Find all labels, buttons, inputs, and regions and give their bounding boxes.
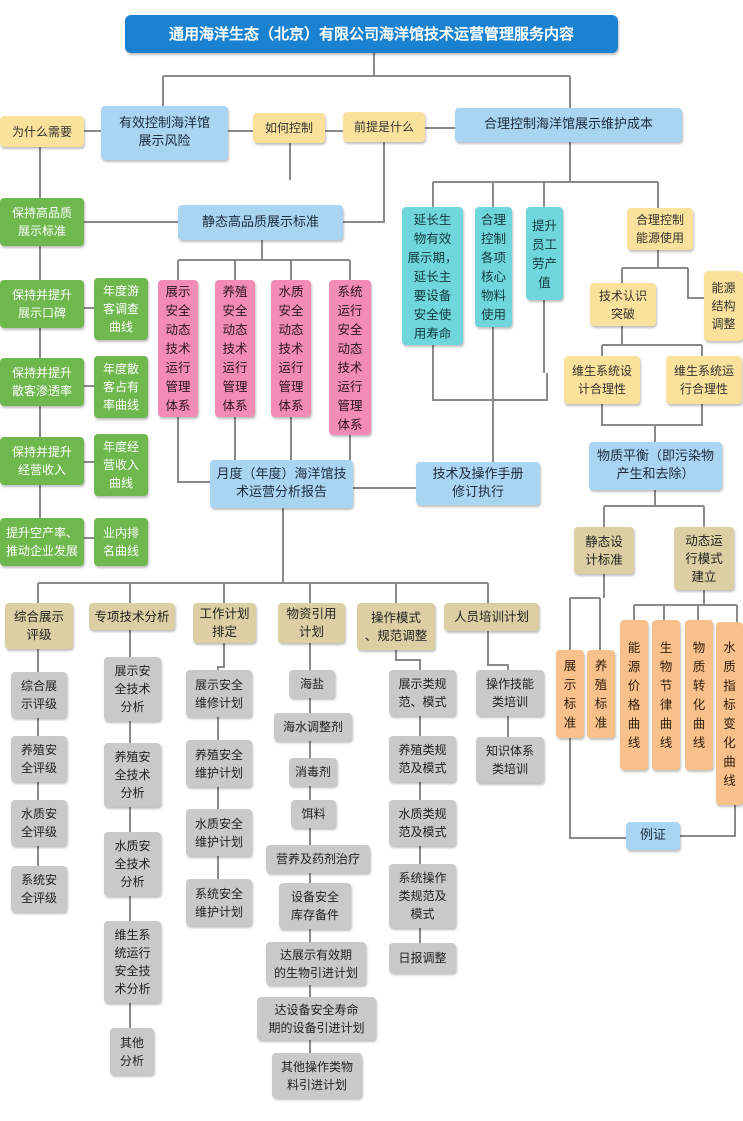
sub-item-node: 消毒剂 (289, 758, 337, 786)
sub-item-node: 设备安全 库存备件 (279, 883, 351, 929)
cyan-goal-node: 合理 控制 各项 核心 物料 使用 (475, 207, 512, 327)
cyan-goal-node: 提升 员工 劳产 值 (526, 207, 563, 300)
green-node: 保持并提升 展示口碑 (0, 280, 84, 328)
connector (432, 142, 659, 208)
category-node: 物资引用 计划 (278, 603, 345, 643)
sub-item-node: 达设备安全寿命 期的设备引进计划 (257, 997, 376, 1040)
category-node: 操作模式 、规范调整 (357, 603, 435, 650)
connector (601, 404, 703, 442)
cyan-goal-node: 延长生 物有效 展示期， 延长主 要设备 安全使 用寿命 (402, 207, 463, 345)
sub-item-node: 养殖安全 维护计划 (186, 740, 252, 787)
pink-system-node: 系统 运行 安全 动态 技术 运行 管理 体系 (329, 280, 371, 435)
connector (621, 250, 704, 299)
sub-item-node: 海盐 (289, 670, 335, 698)
connector (633, 590, 738, 622)
sub-item-node: 水质安全 维护计划 (186, 809, 252, 856)
energy-structure-node: 能源 结构 调整 (704, 271, 743, 341)
sub-item-node: 其他 分析 (110, 1028, 154, 1075)
connector (603, 490, 705, 527)
connector (84, 127, 455, 132)
green-node: 保持并提升 散客渗透率 (0, 358, 84, 406)
static-standard-node: 静态高品质展示标准 (178, 205, 343, 240)
sub-item-node: 养殖类规 范及模式 (389, 736, 456, 782)
monthly-report-node: 月度（年度）海洋馆技 术运营分析报告 (210, 460, 353, 508)
connector (569, 574, 605, 650)
connector (177, 417, 353, 489)
green-curve-node: 业内排 名曲线 (94, 518, 148, 566)
green-curve-node: 年度经 营收入 曲线 (94, 434, 148, 496)
orange-curve-node: 能 源 价 格 曲 线 (620, 620, 648, 770)
pink-system-node: 展示 安全 动态 技术 运行 管理 体系 (158, 280, 198, 417)
sub-item-node: 养殖安 全技术 分析 (104, 743, 161, 807)
why-needed-node: 为什么需要 (0, 116, 84, 147)
category-node: 专项技术分析 (89, 603, 175, 630)
orange-curve-node: 物 质 转 化 曲 线 (685, 620, 713, 770)
connector (84, 307, 94, 539)
connector (569, 738, 736, 839)
premise-node: 前提是什么 (343, 112, 425, 142)
static-design-node: 静态设 计标准 (574, 527, 634, 574)
tech-break-node: 技术认识 突破 (590, 283, 656, 326)
sub-item-node: 水质类规 范及模式 (389, 800, 456, 846)
orange-curve-node: 生 物 节 律 曲 线 (652, 620, 680, 770)
balance-node: 物质平衡（即污染物 产生和去除） (589, 442, 722, 490)
sub-item-node: 饵料 (291, 800, 336, 828)
orange-curve-node: 养殖 标准 (587, 650, 615, 738)
sys-design-node: 维生系统设 计合理性 (564, 356, 640, 404)
connector (432, 300, 548, 462)
connector (162, 52, 571, 108)
green-curve-node: 年度散 客占有 率曲线 (94, 356, 148, 418)
green-curve-node: 年度游 客调查 曲线 (94, 278, 148, 340)
sub-item-node: 知识体系 类培训 (476, 737, 544, 783)
sub-item-node: 海水调整剂 (274, 713, 352, 741)
sub-item-node: 展示安 全技术 分析 (104, 657, 161, 721)
page-title: 通用海洋生态（北京）有限公司海洋馆技术运营管理服务内容 (125, 15, 618, 53)
connector (289, 140, 385, 223)
sub-item-node: 日报调整 (389, 943, 456, 973)
sub-item-node: 展示类规 范、模式 (389, 670, 456, 716)
orange-curve-node: 展示 标准 (556, 650, 584, 738)
category-node: 人员培训计划 (444, 603, 539, 631)
pink-system-node: 水质 安全 动态 技术 运行 管理 体系 (271, 280, 311, 417)
sub-item-node: 水质安 全技术 分析 (104, 832, 161, 896)
green-node: 提升空产率、 推动企业发展 (0, 518, 84, 566)
how-control-node: 如何控制 (253, 113, 325, 143)
control-risk-node: 有效控制海洋馆 展示风险 (101, 106, 228, 160)
sub-item-node: 养殖安 全评级 (11, 736, 67, 782)
example-node: 例证 (626, 822, 680, 850)
green-node: 保持高品质 展示标准 (0, 198, 84, 246)
orange-curve-node: 水 质 指 标 变 化 曲 线 (716, 622, 743, 805)
connector (601, 326, 703, 356)
sub-item-node: 操作技能 类培训 (476, 670, 544, 716)
dynamic-mode-node: 动态运 行模式 建立 (674, 527, 734, 590)
sub-item-node: 营养及药剂治疗 (266, 845, 370, 873)
manual-node: 技术及操作手册 修订执行 (416, 462, 540, 505)
connector (177, 240, 351, 280)
green-node: 保持并提升 经营收入 (0, 437, 84, 485)
energy-node: 合理控制 能源使用 (627, 208, 693, 250)
sub-item-node: 系统操作 类规范及 模式 (389, 864, 456, 928)
category-node: 综合展示 评级 (5, 603, 73, 649)
sub-item-node: 其他操作类物 料引进计划 (272, 1053, 362, 1098)
sub-item-node: 系统安 全评级 (11, 866, 67, 912)
sub-item-node: 展示安全 维修计划 (186, 670, 252, 717)
sub-item-node: 系统安全 维护计划 (186, 879, 252, 926)
category-node: 工作计划 排定 (193, 603, 256, 643)
sub-item-node: 维生系 统运行 安全技 术分析 (104, 921, 161, 1003)
sys-run-node: 维生系统运 行合理性 (666, 356, 742, 404)
control-cost-node: 合理控制海洋馆展示维护成本 (455, 108, 682, 142)
sub-item-node: 达展示有效期 的生物引进计划 (266, 942, 366, 985)
connector (37, 508, 489, 603)
pink-system-node: 养殖 安全 动态 技术 运行 管理 体系 (215, 280, 255, 417)
sub-item-node: 综合展 示评级 (11, 672, 67, 718)
sub-item-node: 水质安 全评级 (11, 800, 67, 846)
